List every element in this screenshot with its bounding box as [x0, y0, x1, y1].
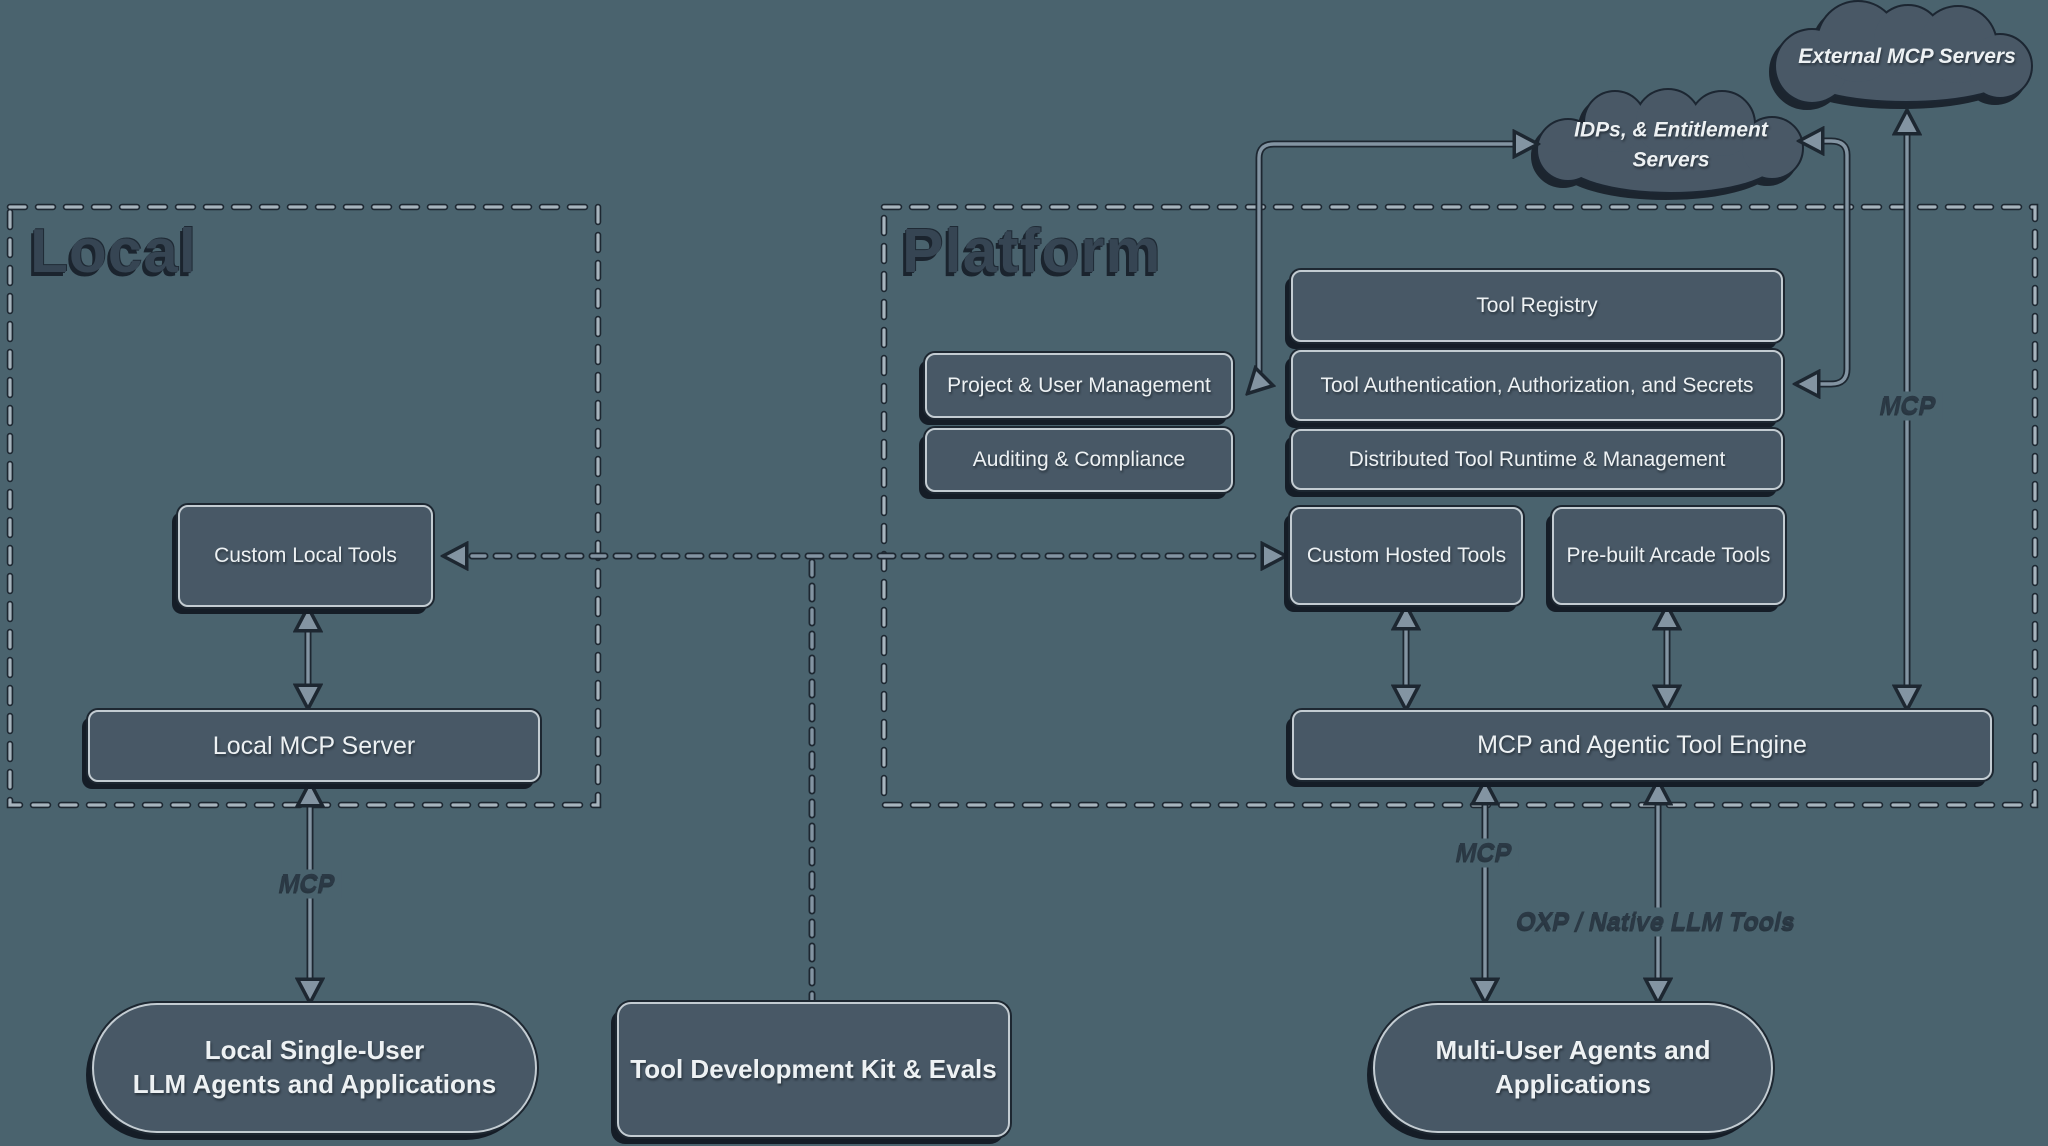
connector-toolauth-idpcloud — [1800, 141, 1851, 384]
local-region-border — [6, 203, 602, 809]
connector-projectmgmt-idpcloud — [1251, 144, 1533, 390]
idp-cloud-label: IDPs, & Entitlement Servers — [1574, 116, 1768, 177]
edge-label-external-mcp: MCP — [1874, 391, 1942, 421]
node-mcp-engine-label: MCP and Agentic Tool Engine — [1477, 730, 1807, 759]
node-auditing-compliance: Auditing & Compliance — [925, 428, 1233, 492]
node-local-single-user-line2: LLM Agents and Applications — [132, 1069, 497, 1099]
node-custom-hosted-tools-label: Custom Hosted Tools — [1306, 544, 1507, 568]
node-tool-registry: Tool Registry — [1291, 270, 1783, 342]
node-multi-user-agents-line1: Multi-User Agents and — [1435, 1035, 1711, 1066]
node-custom-local-tools: Custom Local Tools — [178, 505, 433, 607]
node-local-mcp-server: Local MCP Server — [88, 710, 540, 782]
node-local-mcp-server-label: Local MCP Server — [212, 731, 416, 760]
node-auditing-compliance-label: Auditing & Compliance — [972, 448, 1186, 472]
node-local-single-user-line1: Local Single-User — [204, 1035, 425, 1066]
node-distributed-runtime-label: Distributed Tool Runtime & Management — [1348, 447, 1726, 471]
node-local-single-user-agents: Local Single-User LLM Agents and Applica… — [92, 1003, 537, 1133]
idp-cloud — [1536, 88, 1804, 194]
platform-region-title: Platform — [902, 217, 1162, 286]
node-mcp-engine: MCP and Agentic Tool Engine — [1292, 710, 1992, 780]
node-prebuilt-arcade-tools: Pre-built Arcade Tools — [1552, 507, 1785, 605]
node-multi-user-agents: Multi-User Agents and Applications — [1373, 1003, 1773, 1133]
node-tool-registry-label: Tool Registry — [1476, 294, 1598, 318]
node-custom-hosted-tools: Custom Hosted Tools — [1290, 507, 1523, 605]
node-distributed-runtime: Distributed Tool Runtime & Management — [1291, 429, 1783, 490]
node-tool-development-kit-label: Tool Development Kit & Evals — [630, 1053, 997, 1084]
node-project-user-mgmt: Project & User Management — [925, 353, 1233, 418]
idp-cloud-label-line1: IDPs, & Entitlement — [1574, 118, 1768, 142]
edge-label-oxp: OXP / Native LLM Tools — [1510, 907, 1802, 937]
external-mcp-cloud-label: External MCP Servers — [1798, 44, 2016, 68]
node-prebuilt-arcade-tools-label: Pre-built Arcade Tools — [1566, 544, 1771, 568]
node-tool-auth: Tool Authentication, Authorization, and … — [1291, 350, 1783, 421]
edge-label-engine-mcp: MCP — [1450, 838, 1518, 868]
node-tool-auth-label: Tool Authentication, Authorization, and … — [1320, 373, 1754, 397]
node-custom-local-tools-label: Custom Local Tools — [214, 544, 397, 568]
node-multi-user-agents-line2: Applications — [1494, 1069, 1651, 1099]
edge-label-local-mcp: MCP — [273, 869, 341, 899]
node-project-user-mgmt-label: Project & User Management — [947, 373, 1211, 397]
local-region-title: Local — [30, 217, 197, 286]
idp-cloud-label-line2: Servers — [1632, 149, 1710, 172]
node-tool-development-kit: Tool Development Kit & Evals — [617, 1002, 1010, 1137]
external-mcp-cloud — [1774, 0, 2033, 104]
